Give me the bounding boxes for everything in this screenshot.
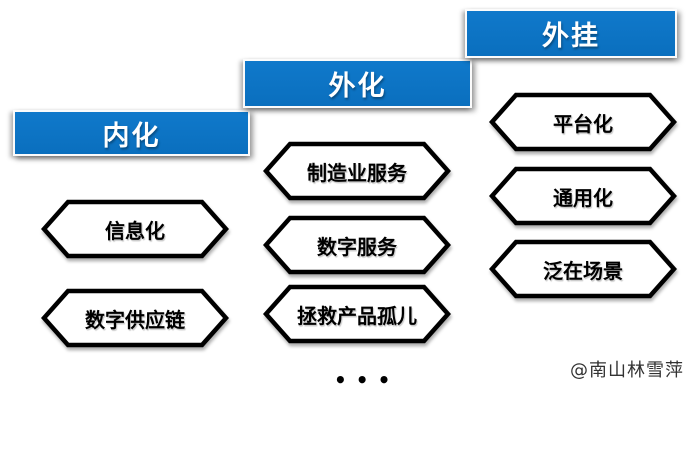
hexagon-shuzifuwu: 数字服务 <box>263 215 451 275</box>
hexagon-label: 通用化 <box>553 185 613 210</box>
banner-neihua-label: 内化 <box>102 120 161 152</box>
hexagon-label: 平台化 <box>553 111 613 136</box>
hexagon-shape <box>489 166 677 226</box>
hexagon-label: 泛在场景 <box>543 258 623 283</box>
hexagon-label: 信息化 <box>105 218 165 243</box>
hexagon-shuzigongyinglian: 数字供应链 <box>41 288 229 348</box>
banner-waihua: 外化 <box>243 59 472 108</box>
banner-waigua: 外挂 <box>465 9 677 58</box>
hexagon-zhizaoyefuwu: 制造业服务 <box>263 141 451 201</box>
hexagon-zhengjiuchanpinguer: 拯救产品孤儿 <box>263 284 451 344</box>
banner-waigua-label: 外挂 <box>542 21 600 52</box>
hexagon-shape <box>41 199 229 259</box>
hexagon-shape <box>263 141 451 201</box>
banner-waihua-label: 外化 <box>328 71 387 102</box>
hexagon-label: 制造业服务 <box>307 160 407 185</box>
ellipsis-dots: ••• <box>334 368 400 392</box>
hexagon-tongyonghua: 通用化 <box>489 166 677 226</box>
hexagon-label: 数字服务 <box>317 234 397 259</box>
hexagon-shape <box>41 288 229 348</box>
hexagon-shape <box>489 92 677 152</box>
hexagon-shape <box>489 239 677 299</box>
hexagon-pingtaihua: 平台化 <box>489 92 677 152</box>
watermark-author: @南山林雪萍 <box>570 360 684 381</box>
hexagon-label: 数字供应链 <box>85 307 185 332</box>
hexagon-fanzaichangjing: 泛在场景 <box>489 239 677 299</box>
hexagon-label: 拯救产品孤儿 <box>297 303 417 328</box>
hexagon-shape <box>263 284 451 344</box>
hexagon-xinxihua: 信息化 <box>41 199 229 259</box>
banner-neihua: 内化 <box>13 110 250 156</box>
hexagon-shape <box>263 215 451 275</box>
